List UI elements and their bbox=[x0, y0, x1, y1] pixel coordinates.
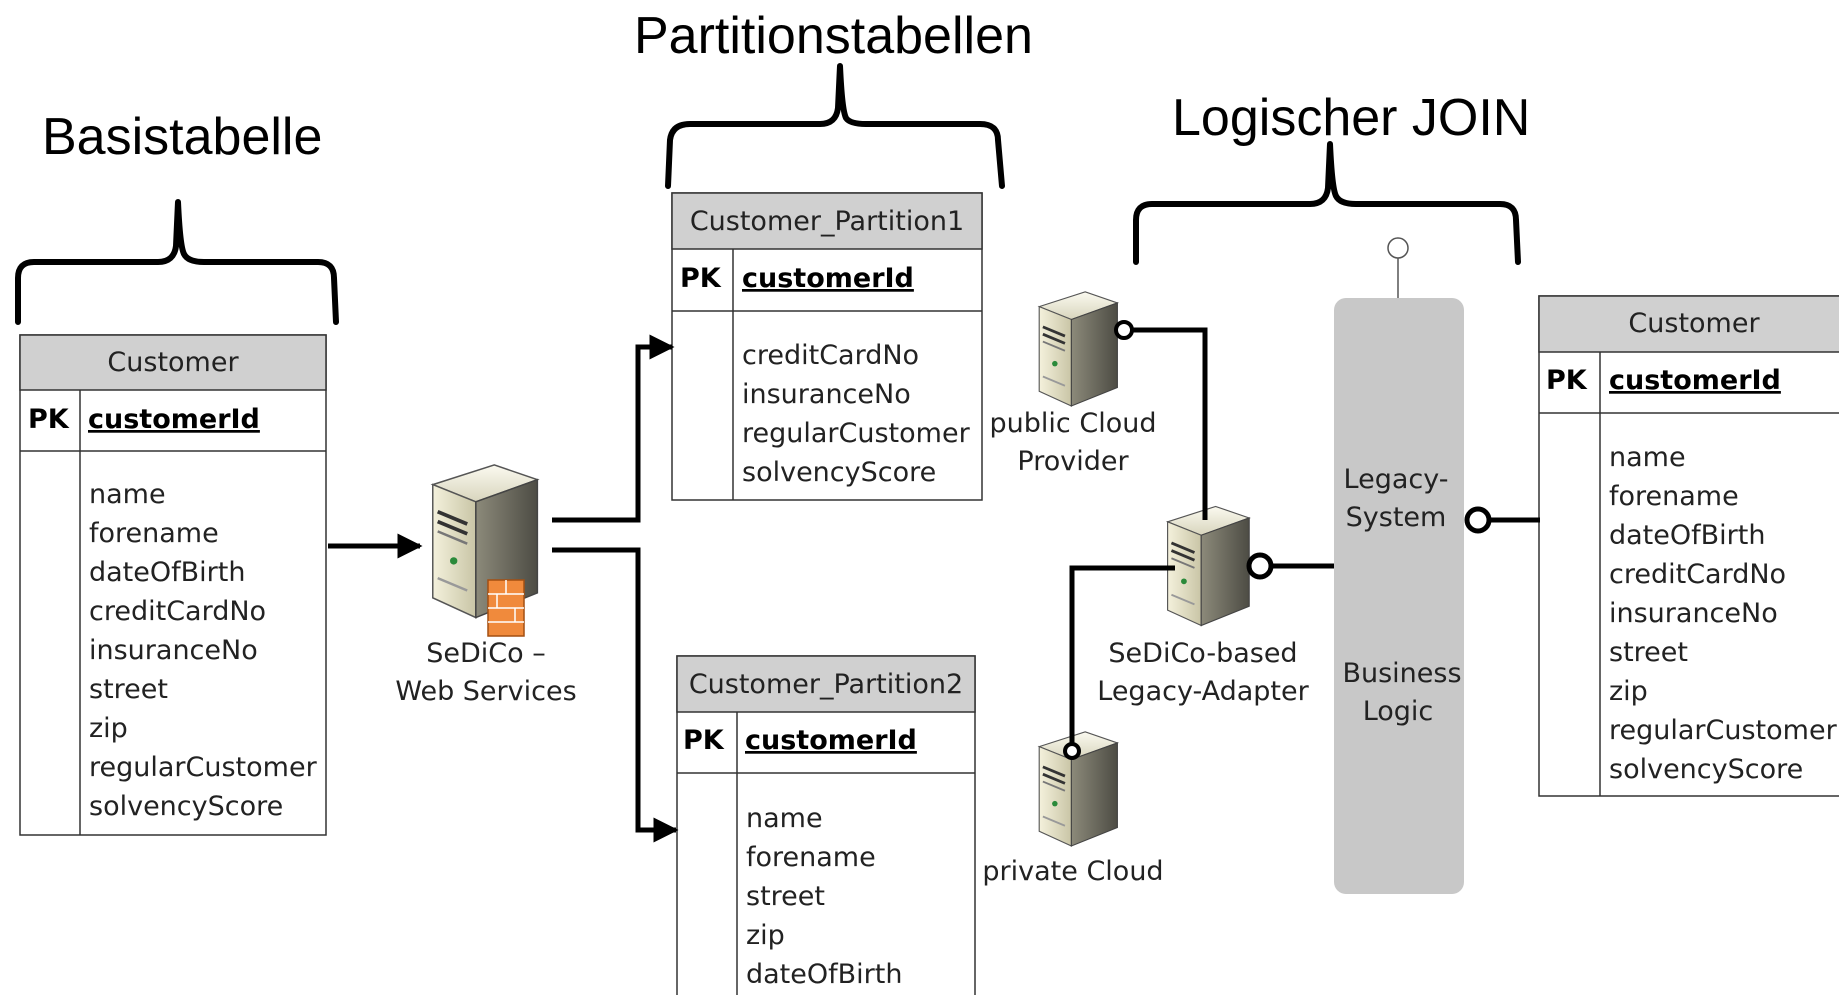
table-field: creditCardNo bbox=[742, 340, 919, 371]
label-legacy-adapter-line2: Legacy-Adapter bbox=[1097, 676, 1309, 707]
label-public-cloud-line2: Provider bbox=[1017, 446, 1129, 477]
table-field: dateOfBirth bbox=[1609, 520, 1765, 551]
legacy-system-bar bbox=[1334, 298, 1464, 894]
key-field: customerId bbox=[745, 725, 917, 756]
label-legacy: Legacy- bbox=[1344, 464, 1449, 495]
pk-label: PK bbox=[683, 725, 725, 756]
table-field: insuranceNo bbox=[742, 379, 911, 410]
connector-public-cloud bbox=[1124, 327, 1208, 520]
table-field: street bbox=[746, 881, 825, 912]
label-business: Business bbox=[1342, 658, 1461, 689]
table-field: creditCardNo bbox=[1609, 559, 1786, 590]
interface-lollipop-icon bbox=[1464, 506, 1492, 534]
label-private-cloud: private Cloud bbox=[982, 856, 1163, 887]
table-field: dateOfBirth bbox=[89, 557, 245, 588]
pk-label: PK bbox=[680, 263, 722, 294]
header-partitionstabellen: Partitionstabellen bbox=[634, 7, 1033, 65]
table-field: name bbox=[746, 803, 823, 834]
table-title: Customer bbox=[107, 347, 239, 378]
table-field: forename bbox=[1609, 481, 1739, 512]
table-customer-partition1: Customer_Partition1 PK customerId credit… bbox=[671, 192, 983, 501]
table-field: name bbox=[89, 479, 166, 510]
field-list: name forename street zip dateOfBirth bbox=[746, 803, 902, 990]
table-field: zip bbox=[89, 713, 128, 744]
table-field: name bbox=[1609, 442, 1686, 473]
pk-label: PK bbox=[28, 404, 70, 435]
interface-lollipop-icon bbox=[1246, 552, 1274, 580]
key-field: customerId bbox=[742, 263, 914, 294]
label-sedico-web-services: SeDiCo – bbox=[426, 638, 546, 669]
header-basistabelle: Basistabelle bbox=[42, 108, 322, 166]
table-base-customer: Customer PK customerId name forename dateO… bbox=[19, 334, 327, 836]
table-field: solvencyScore bbox=[1609, 754, 1803, 785]
brace-partitions bbox=[665, 63, 1005, 189]
interface-lollipop-icon bbox=[1063, 742, 1081, 760]
table-title: Customer bbox=[1628, 308, 1760, 339]
table-field: regularCustomer bbox=[742, 418, 971, 449]
table-field: street bbox=[1609, 637, 1688, 668]
interface-lollipop-icon bbox=[1114, 320, 1134, 340]
field-list: name forename dateOfBirth creditCardNo insur… bbox=[1609, 442, 1838, 785]
label-sedico-web-services-line2: Web Services bbox=[395, 676, 576, 707]
firewall-icon bbox=[487, 579, 525, 637]
key-field: customerId bbox=[88, 404, 260, 435]
table-field: insuranceNo bbox=[89, 635, 258, 666]
table-field: creditCardNo bbox=[89, 596, 266, 627]
label-legacy-adapter: SeDiCo-based bbox=[1108, 638, 1297, 669]
table-customer-partition2: Customer_Partition2 PK customerId name fo… bbox=[676, 655, 976, 995]
label-system: System bbox=[1346, 502, 1447, 533]
field-list: name forename dateOfBirth creditCardNo insur… bbox=[89, 479, 318, 822]
header-logischer-join: Logischer JOIN bbox=[1172, 89, 1530, 147]
pk-label: PK bbox=[1546, 365, 1588, 396]
brace-base bbox=[15, 199, 339, 325]
table-title: Customer_Partition2 bbox=[689, 669, 963, 700]
label-public-cloud: public Cloud bbox=[990, 408, 1157, 439]
table-field: zip bbox=[1609, 676, 1648, 707]
key-field: customerId bbox=[1609, 365, 1781, 396]
table-title: Customer_Partition1 bbox=[690, 206, 964, 237]
table-field: zip bbox=[746, 920, 785, 951]
field-list: creditCardNo insuranceNo regularCustomer so… bbox=[742, 340, 971, 488]
arrow-to-partition1 bbox=[552, 334, 675, 523]
brace-join bbox=[1133, 141, 1521, 265]
table-joined-customer: Customer PK customerId name forename dateO… bbox=[1538, 295, 1839, 797]
table-field: forename bbox=[746, 842, 876, 873]
label-logic: Logic bbox=[1363, 696, 1434, 727]
table-field: insuranceNo bbox=[1609, 598, 1778, 629]
connector-private-cloud bbox=[1069, 565, 1175, 751]
arrow-to-partition2 bbox=[552, 547, 679, 843]
interface-lollipop-icon bbox=[1387, 237, 1409, 259]
table-field: solvencyScore bbox=[742, 457, 936, 488]
table-field: regularCustomer bbox=[89, 752, 318, 783]
table-field: dateOfBirth bbox=[746, 959, 902, 990]
table-field: regularCustomer bbox=[1609, 715, 1838, 746]
table-field: forename bbox=[89, 518, 219, 549]
table-field: solvencyScore bbox=[89, 791, 283, 822]
table-field: street bbox=[89, 674, 168, 705]
server-icon bbox=[1166, 504, 1251, 627]
server-icon bbox=[1037, 290, 1119, 408]
